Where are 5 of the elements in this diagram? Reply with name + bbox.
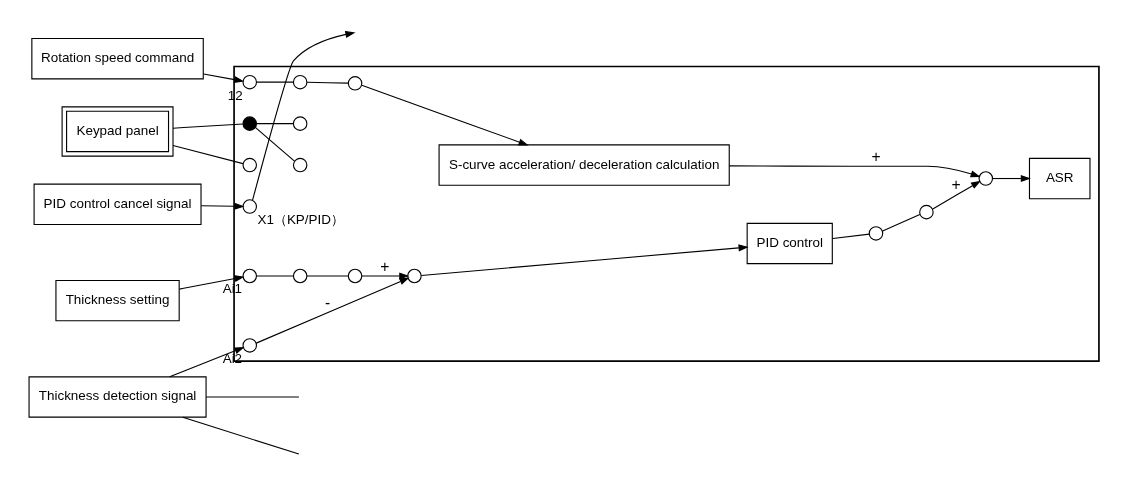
edge-label: +	[380, 257, 390, 275]
edge-label: +	[951, 175, 961, 193]
edge-label: +	[871, 147, 881, 165]
node-label: X1（KP/PID）	[257, 211, 344, 227]
edge-label: -	[325, 293, 331, 311]
